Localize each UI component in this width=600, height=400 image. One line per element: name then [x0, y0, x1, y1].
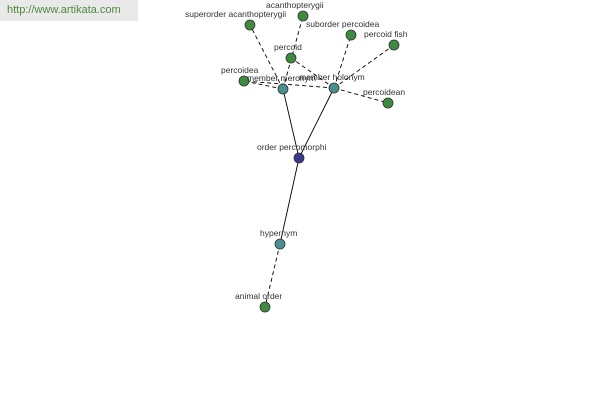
node-label-percoidea[interactable]: percoidea — [221, 65, 259, 75]
node-label-hypernym[interactable]: hypernym — [260, 228, 297, 238]
node-label-percoid[interactable]: percoid — [274, 42, 302, 52]
edge-member_holonym-percoidea — [243, 80, 335, 89]
node-percoid[interactable] — [285, 52, 297, 64]
node-member-meronym[interactable] — [277, 83, 289, 95]
node-label-member-meronym[interactable]: member meronym — [247, 73, 316, 83]
node-percoidea[interactable] — [238, 75, 250, 87]
edge-order-hypernym — [279, 157, 300, 245]
edge-member_holonym-percoid_fish — [333, 44, 395, 89]
node-animal-order[interactable] — [259, 301, 271, 313]
node-label-suborder-percoidea[interactable]: suborder percoidea — [306, 19, 380, 29]
graph-nodes — [238, 10, 400, 313]
node-superorder-acanthopterygii[interactable] — [244, 19, 256, 31]
node-label-superorder-acanthopterygii[interactable]: superorder acanthopterygii — [185, 9, 286, 19]
site-url-banner[interactable]: http://www.artikata.com — [0, 0, 138, 21]
edge-member_holonym-suborder_percoidea — [333, 34, 352, 89]
edge-order-member_holonym — [298, 87, 335, 159]
node-label-percoid-fish[interactable]: percoid fish — [364, 29, 408, 39]
edge-member_holonym-percoidean — [333, 87, 389, 104]
node-acanthopterygii[interactable] — [297, 10, 309, 22]
edge-member_meronym-superorder_acanthopterygii — [249, 24, 284, 90]
node-suborder-percoidea[interactable] — [345, 29, 357, 41]
node-label-order[interactable]: order percomorphi — [257, 142, 327, 152]
node-hypernym[interactable] — [274, 238, 286, 250]
site-url-text[interactable]: http://www.artikata.com — [7, 4, 121, 16]
edge-member_meronym-acanthopterygii — [282, 15, 304, 90]
edge-order-member_meronym — [282, 88, 300, 159]
node-label-acanthopterygii[interactable]: acanthopterygii — [266, 0, 324, 10]
graph-edges — [243, 15, 395, 308]
node-percoid-fish[interactable] — [388, 39, 400, 51]
node-label-animal-order[interactable]: animal order — [235, 291, 282, 301]
node-member-holonym[interactable] — [328, 82, 340, 94]
node-label-percoidean[interactable]: percoidean — [363, 87, 405, 97]
node-percoidean[interactable] — [382, 97, 394, 109]
edge-hypernym-animal_order — [264, 243, 281, 308]
node-label-member-holonym[interactable]: member holonym — [299, 72, 365, 82]
edge-member_holonym-percoid — [290, 57, 335, 89]
node-order[interactable] — [293, 152, 305, 164]
